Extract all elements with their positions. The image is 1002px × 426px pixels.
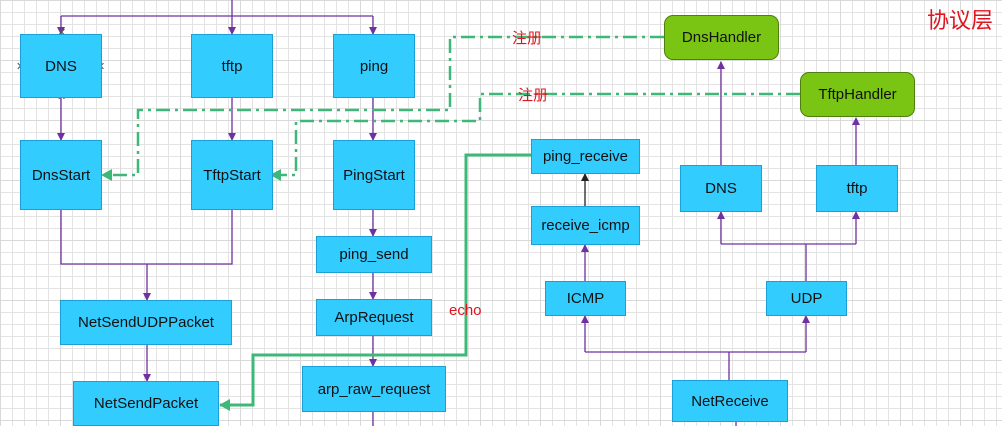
node-label: DnsHandler <box>681 29 762 46</box>
node-label: tftp <box>846 180 868 197</box>
register-label-tftp: 注册 <box>518 87 549 104</box>
node-label: NetSendPacket <box>93 395 199 412</box>
node-label: NetReceive <box>691 392 769 410</box>
node-net-send-packet[interactable]: NetSendPacket <box>73 381 219 426</box>
node-dns[interactable]: DNS <box>20 34 102 98</box>
node-label: ping_send <box>339 246 409 263</box>
connector-x-icon: ✕ <box>57 27 67 39</box>
node-tftp-right[interactable]: tftp <box>816 165 898 212</box>
node-label: DNS <box>705 180 737 197</box>
node-arp-raw-request[interactable]: arp_raw_request <box>302 366 446 412</box>
node-net-send-udp-packet[interactable]: NetSendUDPPacket <box>60 300 232 345</box>
node-dns-right[interactable]: DNS <box>680 165 762 212</box>
node-label: TftpHandler <box>818 86 897 103</box>
node-label: PingStart <box>343 166 405 184</box>
node-tftp-handler[interactable]: TftpHandler <box>800 72 915 117</box>
node-net-receive[interactable]: NetReceive <box>672 380 788 422</box>
node-tftp-start[interactable]: TftpStart <box>191 140 273 210</box>
node-label: ICMP <box>566 290 605 307</box>
node-label: DNS <box>45 57 77 75</box>
edges-top <box>57 0 860 426</box>
register-label-dns: 注册 <box>512 30 543 47</box>
node-ping[interactable]: ping <box>333 34 415 98</box>
node-receive-icmp[interactable]: receive_icmp <box>531 206 640 245</box>
node-label: NetSendUDPPacket <box>78 314 214 331</box>
node-dns-handler[interactable]: DnsHandler <box>664 15 779 60</box>
node-label: UDP <box>790 290 823 307</box>
echo-label: echo <box>449 302 482 319</box>
node-dns-start[interactable]: DnsStart <box>20 140 102 210</box>
node-ping-start[interactable]: PingStart <box>333 140 415 210</box>
node-ping-send[interactable]: ping_send <box>316 236 432 273</box>
callback-lines <box>101 35 800 411</box>
node-arp-request[interactable]: ArpRequest <box>316 299 432 336</box>
node-label: ping_receive <box>542 148 629 165</box>
node-ping-receive[interactable]: ping_receive <box>531 139 640 174</box>
protocol-layer-title: 协议层 <box>927 9 994 34</box>
node-label: receive_icmp <box>541 217 630 234</box>
node-label: TftpStart <box>203 166 261 184</box>
node-tftp[interactable]: tftp <box>191 34 273 98</box>
node-label: DnsStart <box>31 166 91 184</box>
node-label: arp_raw_request <box>317 380 431 398</box>
node-label: ping <box>359 57 389 75</box>
node-udp[interactable]: UDP <box>766 281 847 316</box>
node-icmp[interactable]: ICMP <box>545 281 626 316</box>
node-label: tftp <box>221 57 243 75</box>
node-label: ArpRequest <box>334 309 414 326</box>
